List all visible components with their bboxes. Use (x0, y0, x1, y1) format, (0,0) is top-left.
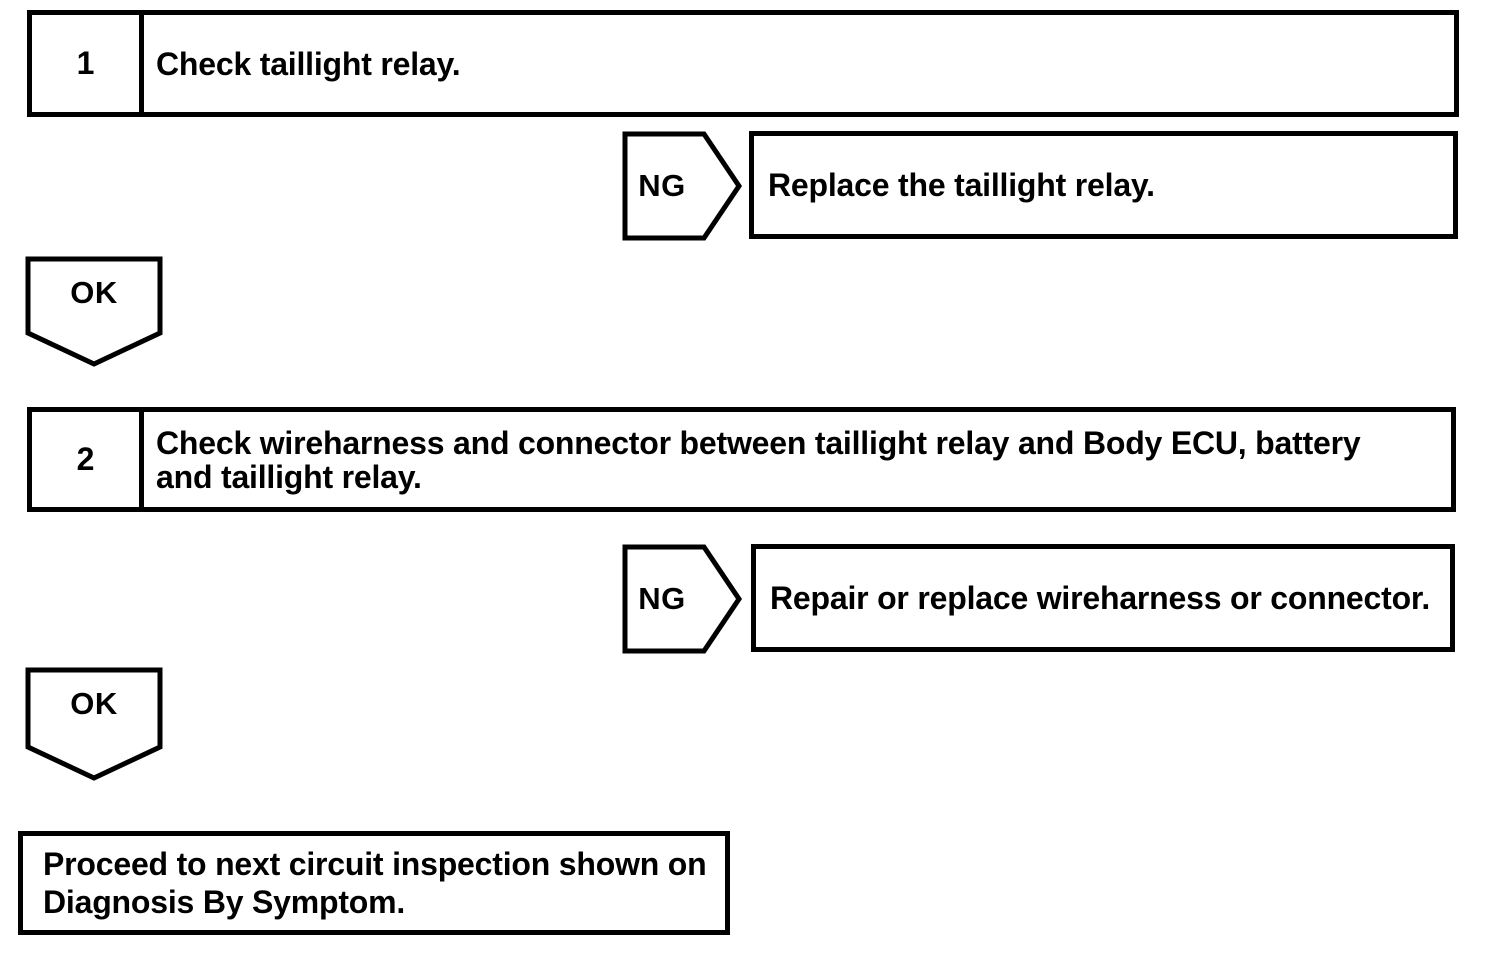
final-instruction-line: Diagnosis By Symptom. (43, 884, 406, 920)
final-instruction-box: Proceed to next circuit inspection shown… (18, 831, 730, 935)
step-2-instruction-line: Check wireharness and connector between … (156, 424, 1361, 461)
ng-label: NG (638, 581, 686, 616)
ok-arrow-icon (25, 667, 163, 781)
ok-label: OK (70, 686, 118, 721)
ok-connector-2: OK (24, 666, 164, 782)
step-2-number: 2 (32, 412, 144, 507)
ok-label: OK (70, 275, 118, 310)
step-2-box: 2 Check wireharness and connector betwee… (27, 407, 1456, 512)
step-2-instruction-line: and taillight relay. (156, 458, 422, 495)
ng-arrow-icon (622, 131, 743, 241)
ok-arrow-icon (25, 256, 163, 367)
ng-label: NG (638, 168, 686, 203)
step-1-box: 1 Check taillight relay. (27, 10, 1459, 117)
step-1-number: 1 (32, 15, 144, 112)
ng-result-2-box: Repair or replace wireharness or connect… (751, 544, 1455, 652)
step-1-instruction-line: Check taillight relay. (156, 45, 461, 82)
ng-result-1-text: Replace the taillight relay. (768, 166, 1155, 203)
final-instruction-line: Proceed to next circuit inspection shown… (43, 846, 707, 882)
ng-arrow-icon (622, 544, 743, 654)
ok-connector-1: OK (24, 255, 164, 368)
step-2-instruction: Check wireharness and connector between … (144, 412, 1451, 507)
ng-result-1-box: Replace the taillight relay. (749, 131, 1458, 239)
ng-branch-1-arrow: NG (620, 129, 744, 243)
step-1-instruction: Check taillight relay. (144, 15, 1454, 112)
ng-branch-2-arrow: NG (620, 542, 744, 656)
ng-result-2-text: Repair or replace wireharness or connect… (770, 579, 1431, 616)
